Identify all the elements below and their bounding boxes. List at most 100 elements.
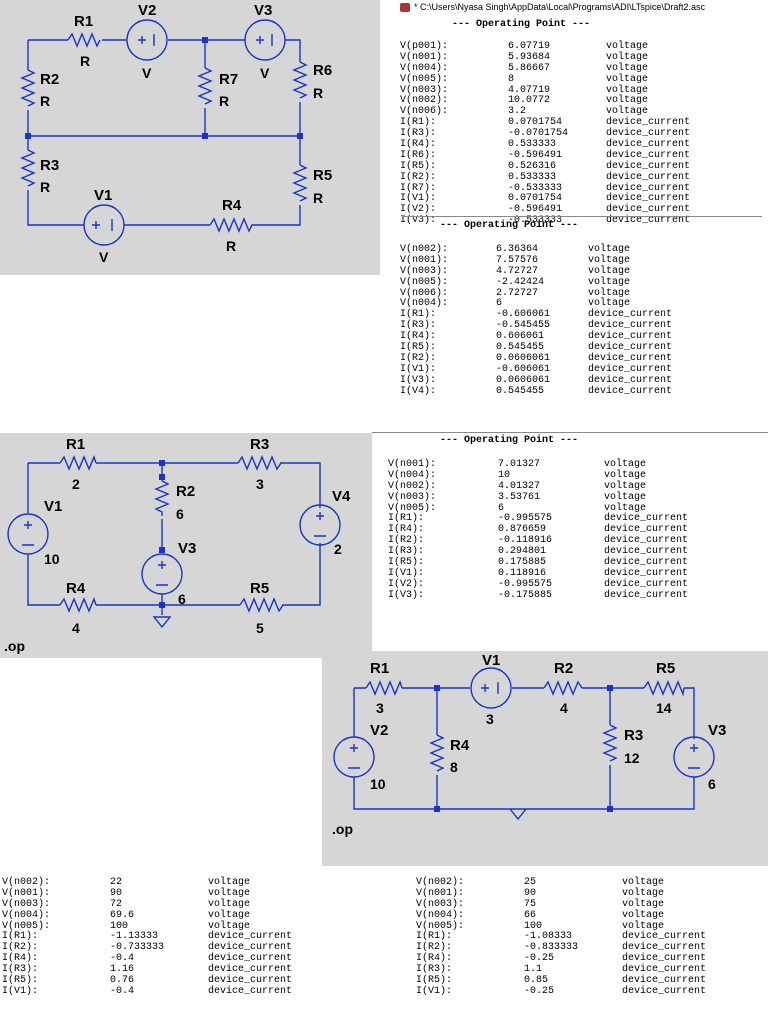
op-node-name: V(n003): (416, 898, 465, 910)
op-node-name: V(n001): (416, 887, 465, 899)
op-node-name: I(R5): (400, 160, 437, 172)
op-type: device_current (208, 975, 293, 987)
op-node-name: V(p001): (400, 41, 449, 52)
c1-r4-value: R (226, 238, 236, 254)
op-node-name: I(V3): (388, 589, 425, 601)
op-type: device_current (606, 149, 691, 161)
op-value: 72 (110, 898, 123, 910)
op-type: voltage (588, 276, 631, 288)
op-value: 100 (110, 920, 129, 932)
op-value: 66 (524, 909, 537, 921)
c1-r1-name: R1 (74, 13, 93, 30)
op-type: voltage (208, 877, 251, 888)
op-node-name: I(R1): (400, 309, 437, 321)
op-value: -0.606061 (496, 363, 551, 375)
op-type: voltage (622, 887, 665, 899)
op-value: 90 (524, 887, 537, 899)
op-node-name: I(V1): (416, 985, 453, 997)
op-value: -2.42424 (496, 276, 545, 288)
c2-r4-value: 4 (72, 620, 80, 636)
op-value: 4.01327 (498, 480, 541, 492)
op-value: -0.995575 (498, 578, 553, 590)
op-node-name: I(R4): (2, 953, 39, 965)
op-value: 0.876659 (498, 524, 547, 536)
c3-r4-value: 8 (450, 759, 458, 775)
c3-v3-name: V3 (708, 722, 726, 739)
op-value: 75 (524, 898, 537, 910)
op-header-3: --- Operating Point --- (440, 435, 579, 446)
op-value: -0.533333 (508, 215, 563, 227)
op-type: device_current (606, 182, 691, 194)
op-value: 6 (498, 502, 505, 514)
op-type: device_current (604, 546, 689, 558)
op-value: 69.6 (110, 909, 135, 921)
op-node-name: I(R3): (400, 320, 437, 332)
op-node-name: V(n004): (400, 298, 449, 310)
op-type: device_current (208, 985, 293, 997)
c2-v3-value: 6 (178, 591, 186, 607)
op-type: device_current (208, 931, 293, 943)
c2-r3-value: 3 (256, 476, 264, 492)
op-value: 0.533333 (508, 171, 557, 183)
op-node-name: I(R4): (416, 953, 453, 965)
op-type: device_current (588, 374, 673, 386)
op-type: device_current (606, 139, 691, 151)
op-value: 0.533333 (508, 139, 557, 151)
op-value: 0.294801 (498, 546, 547, 558)
op-node-name: V(n001): (2, 887, 51, 899)
c3-v3-value: 6 (708, 776, 716, 792)
schematic-3-drawing: R1 3 V1 3 R2 4 R5 14 V2 10 R4 8 R3 12 V3… (333, 652, 726, 821)
op-node-name: I(R1): (400, 117, 437, 129)
op-type: voltage (208, 920, 251, 932)
op-value: 0.526316 (508, 160, 557, 172)
c1-r6-value: R (313, 85, 323, 101)
schematic-3: R1 3 V1 3 R2 4 R5 14 V2 10 R4 8 R3 12 V3… (322, 651, 768, 866)
op-value: 25 (524, 877, 537, 888)
op-value: -0.0701754 (508, 128, 569, 140)
c1-r1-value: R (80, 53, 90, 69)
op-type: device_current (588, 331, 673, 343)
op-node-name: V(n003): (388, 491, 437, 503)
op-node-name: I(R5): (2, 975, 39, 987)
op-type: voltage (606, 84, 649, 96)
op-type: device_current (208, 964, 293, 976)
op-node-name: V(n001): (400, 51, 449, 63)
op-type: device_current (606, 171, 691, 183)
op-node-name: V(n004): (416, 909, 465, 921)
op-value: 6.36364 (496, 244, 539, 255)
c3-r1-name: R1 (370, 660, 389, 677)
c3-v1-name: V1 (482, 652, 500, 669)
op-value: -0.25 (524, 953, 555, 965)
op-node-name: I(R5): (416, 975, 453, 987)
c1-r2-name: R2 (40, 71, 59, 88)
op-node-name: I(R1): (416, 931, 453, 943)
op-node-name: I(R2): (388, 535, 425, 547)
c3-r3-name: R3 (624, 727, 643, 744)
c1-v1-name: V1 (94, 187, 112, 204)
op-node-name: I(R4): (388, 524, 425, 536)
op-node-name: I(R3): (400, 128, 437, 140)
op-node-name: V(n001): (388, 459, 437, 470)
schematic-1-drawing: R1 R V2 V V3 V R2 R R7 R R6 R R3 R R5 R … (20, 2, 332, 265)
op-type: device_current (604, 557, 689, 569)
op-value: 0.545455 (496, 342, 545, 354)
op-type: voltage (208, 909, 251, 921)
op-node-name: V(n003): (400, 265, 449, 277)
op-value: -0.533333 (508, 182, 563, 194)
